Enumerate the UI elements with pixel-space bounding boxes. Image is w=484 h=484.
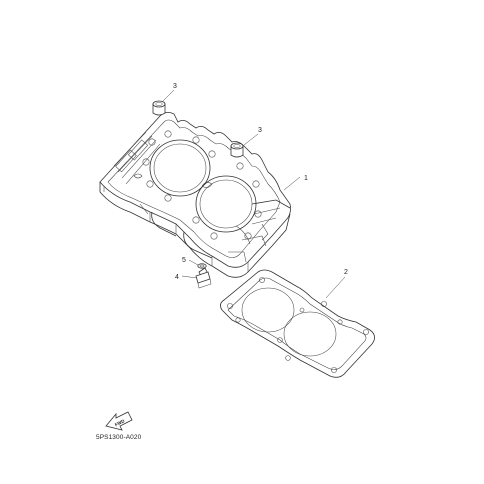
leader-line-1 <box>283 176 301 191</box>
callout-2: 2 <box>344 269 348 276</box>
cylinder-base-gasket <box>220 269 375 378</box>
fwd-arrow-icon: FWD <box>105 411 133 431</box>
leader-line-4 <box>181 275 198 279</box>
dowel-pin-left <box>152 100 166 116</box>
o-ring <box>197 263 207 269</box>
diagram-reference-code: 5PS1300-A020 <box>96 434 142 441</box>
callout-1: 1 <box>304 175 308 182</box>
bolt <box>195 267 212 289</box>
leader-line-5 <box>188 259 199 266</box>
callout-5: 5 <box>182 257 186 264</box>
leader-line-2 <box>325 276 346 299</box>
callout-4: 4 <box>175 274 179 281</box>
leader-line-3-left <box>161 89 175 103</box>
dowel-pin-right <box>230 142 244 158</box>
fwd-label: FWD <box>114 418 126 427</box>
cylinder-block <box>99 112 291 278</box>
callout-3-right: 3 <box>258 127 262 134</box>
callout-3-left: 3 <box>173 83 177 90</box>
leader-line-3-right <box>243 133 259 146</box>
